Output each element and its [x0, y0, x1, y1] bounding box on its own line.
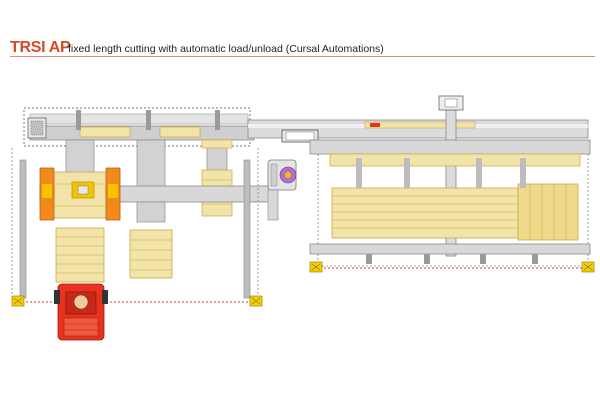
column-2 [136, 139, 166, 189]
gantry-wood-bundle-2 [159, 126, 201, 138]
left-wood-stacks [55, 227, 173, 283]
right-safety-zone [309, 261, 595, 273]
lumber-stack-main [331, 187, 519, 239]
operator-wheel-right [102, 290, 108, 304]
right-cell-foot-3 [480, 254, 486, 264]
right-cell-foot-1 [366, 254, 372, 264]
saw-head-window [285, 131, 315, 141]
left-safety-zone [11, 295, 263, 307]
gantry-hook-2 [146, 110, 151, 130]
gripper-right-pad [108, 184, 118, 198]
right-cell-foot-2 [424, 254, 430, 264]
page-header: TRSI AP fixed length cutting with automa… [10, 37, 595, 59]
operator-grid [63, 317, 99, 337]
overhead-gantry [23, 107, 255, 147]
operator-head [73, 294, 89, 310]
sensor-box-icon-mark [13, 297, 23, 305]
gantry-hook-1 [76, 110, 81, 130]
control-panel-dial-center [285, 172, 291, 178]
lumber-stack-end [517, 183, 579, 241]
sensor-box-icon-mark [251, 297, 261, 305]
right-cell-foot-4 [532, 254, 538, 264]
gantry-beam [29, 125, 255, 141]
column-3-cap [201, 139, 233, 149]
sensor-box-icon-mark [311, 263, 321, 271]
header-divider [10, 56, 595, 57]
machine-layout-diagram [11, 95, 595, 341]
right-cell-dashed-outline [317, 147, 589, 267]
right-loading-cell [309, 139, 591, 267]
right-cell-post-3 [476, 158, 482, 188]
infeed-red-marker [370, 123, 380, 127]
right-cell-post-4 [520, 158, 526, 188]
right-cell-top-beam [309, 139, 591, 155]
gantry-wood-bundle [79, 126, 131, 138]
gripper-left-pad [42, 184, 52, 198]
control-panel-icon [267, 159, 297, 221]
right-leg [243, 159, 251, 299]
gantry-hook-3 [215, 110, 220, 130]
column-2-lower [136, 201, 166, 223]
tower-head-inner [444, 98, 458, 108]
control-panel-slot [270, 163, 278, 187]
page-subtitle: fixed length cutting with automatic load… [68, 43, 384, 55]
left-leg [19, 159, 27, 299]
right-cell-post-1 [356, 158, 362, 188]
operator-icon [54, 283, 108, 341]
infeed-conveyor [247, 95, 589, 257]
operator-wheel-left [54, 290, 60, 304]
gripper-center-core [77, 185, 89, 195]
wood-stack-2 [129, 229, 173, 279]
sensor-box-icon-mark [583, 263, 593, 271]
transfer-beam [39, 167, 273, 223]
right-cell-upper-deck [329, 153, 581, 167]
infeed-wood [364, 121, 476, 129]
control-panel-stand [267, 189, 279, 221]
gantry-control-box-pattern [30, 120, 44, 136]
right-cell-post-2 [404, 158, 410, 188]
page-title: TRSI AP [10, 39, 71, 56]
right-cell-bottom-beam [309, 243, 591, 255]
